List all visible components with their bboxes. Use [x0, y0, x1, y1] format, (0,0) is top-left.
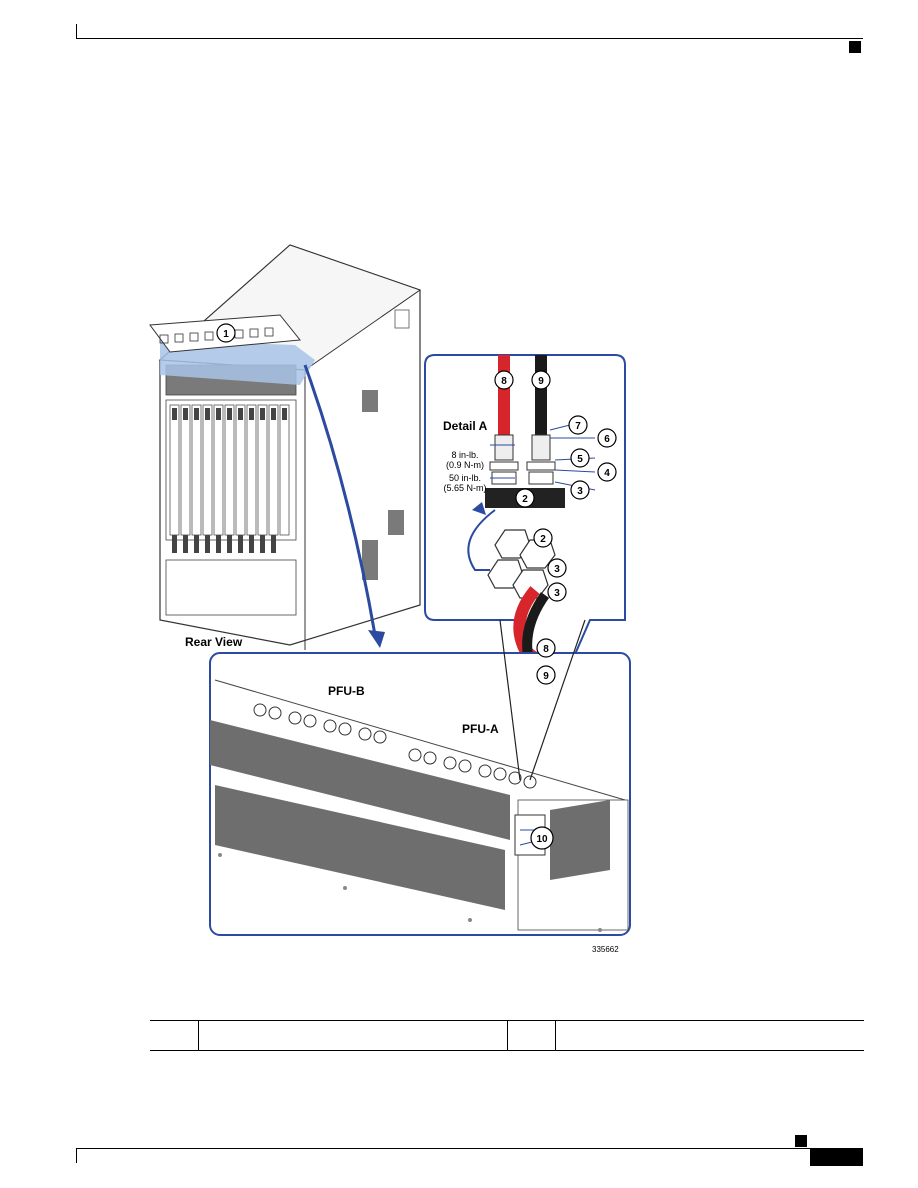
callout-8: 8 [501, 376, 507, 387]
pfu-a-label: PFU-A [462, 722, 499, 736]
torque-small-line1: 8 in-lb. [451, 450, 478, 460]
callout-4-circle [597, 462, 617, 482]
callout-9b-circle [536, 665, 556, 685]
callout-2: 2 [522, 494, 528, 505]
header-tick [76, 24, 77, 39]
page-number-box [810, 1148, 863, 1166]
header-marker [849, 41, 861, 53]
callout-3b: 3 [554, 564, 560, 575]
header-rule [76, 38, 863, 39]
callout-3c-circle [547, 582, 567, 602]
callout-3-circle [570, 480, 590, 500]
callout-7-circle [568, 415, 588, 435]
callout-7: 7 [575, 421, 581, 432]
footer-tick [76, 1148, 77, 1163]
rear-view-panel [209, 619, 631, 936]
chassis-power-figure: Detail A 8 in-lb. (0.9 N-m) 50 in-lb. (5… [130, 240, 650, 960]
footer-rule [76, 1148, 863, 1149]
callout-2-circle [515, 488, 535, 508]
callout-10: 10 [536, 834, 548, 845]
callout-9b: 9 [543, 671, 549, 682]
callout-6-circle [597, 428, 617, 448]
callout-9-circle [531, 370, 551, 390]
torque-large-line1: 50 in-lb. [449, 473, 481, 483]
callout-2b-circle [533, 528, 553, 548]
legend-table-divider [198, 1020, 199, 1050]
legend-table [150, 1020, 864, 1051]
torque-small-line2: (0.9 N-m) [446, 460, 484, 470]
callout-1: 1 [223, 329, 229, 340]
legend-table-divider [507, 1020, 508, 1050]
callout-5-circle [570, 448, 590, 468]
callout-2b: 2 [540, 534, 546, 545]
rear-view-label: Rear View [185, 635, 243, 649]
callout-3b-circle [547, 558, 567, 578]
callout-10-circle [530, 826, 554, 850]
callout-1-circle [216, 323, 236, 343]
callout-9: 9 [538, 376, 544, 387]
callout-8b: 8 [543, 644, 549, 655]
callout-5: 5 [577, 454, 583, 465]
footer-marker [795, 1135, 807, 1147]
torque-large-line2: (5.65 N-m) [443, 483, 486, 493]
callout-8b-circle [536, 638, 556, 658]
chassis-rear-view [149, 244, 422, 650]
legend-table-divider [555, 1020, 556, 1050]
detail-a-title: Detail A [443, 419, 488, 433]
callout-8-circle [494, 370, 514, 390]
callout-4: 4 [604, 468, 610, 479]
callout-6: 6 [604, 434, 610, 445]
pfu-b-label: PFU-B [328, 684, 365, 698]
detail-a-bubble [424, 354, 626, 703]
figure-id: 335662 [592, 945, 619, 954]
callout-3c: 3 [554, 588, 560, 599]
callout-3: 3 [577, 486, 583, 497]
